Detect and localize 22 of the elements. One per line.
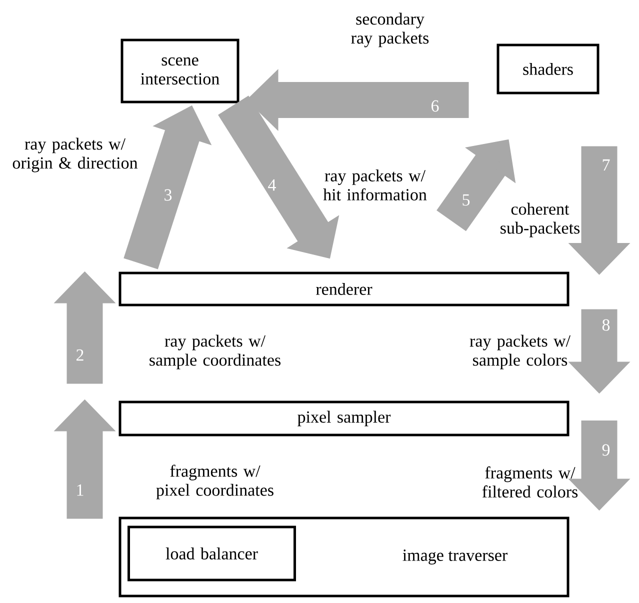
process-box: shaders bbox=[496, 44, 600, 94]
edge-label: 2 bbox=[76, 349, 84, 361]
edge-label: 9 bbox=[602, 444, 610, 456]
annotation: ray packets w/ hit information bbox=[323, 170, 427, 200]
edge-label: 6 bbox=[432, 100, 439, 112]
edge-label: 8 bbox=[602, 319, 610, 331]
annotation: ray packets w/ sample colors bbox=[470, 334, 570, 370]
annotation: fragments w/ filtered colors bbox=[482, 466, 578, 498]
edge-label: 7 bbox=[602, 159, 610, 171]
process-box: renderer bbox=[118, 272, 570, 306]
process-box: scene intersection bbox=[120, 38, 240, 104]
annotation: coherent sub-packets bbox=[500, 202, 580, 238]
edge-label: 1 bbox=[77, 484, 84, 496]
edge-label: 5 bbox=[462, 194, 470, 206]
edge-label: 3 bbox=[164, 189, 172, 201]
process-box: pixel sampler bbox=[118, 400, 570, 436]
annotation: ray packets w/ origin & direction bbox=[12, 138, 138, 172]
edge-label: 4 bbox=[268, 179, 276, 191]
annotation: fragments w/ pixel coordinates bbox=[156, 464, 274, 500]
annotation: secondary ray packets bbox=[351, 12, 429, 48]
process-box: load balancer bbox=[128, 526, 296, 582]
annotation: ray packets w/ sample coordinates bbox=[150, 334, 280, 370]
